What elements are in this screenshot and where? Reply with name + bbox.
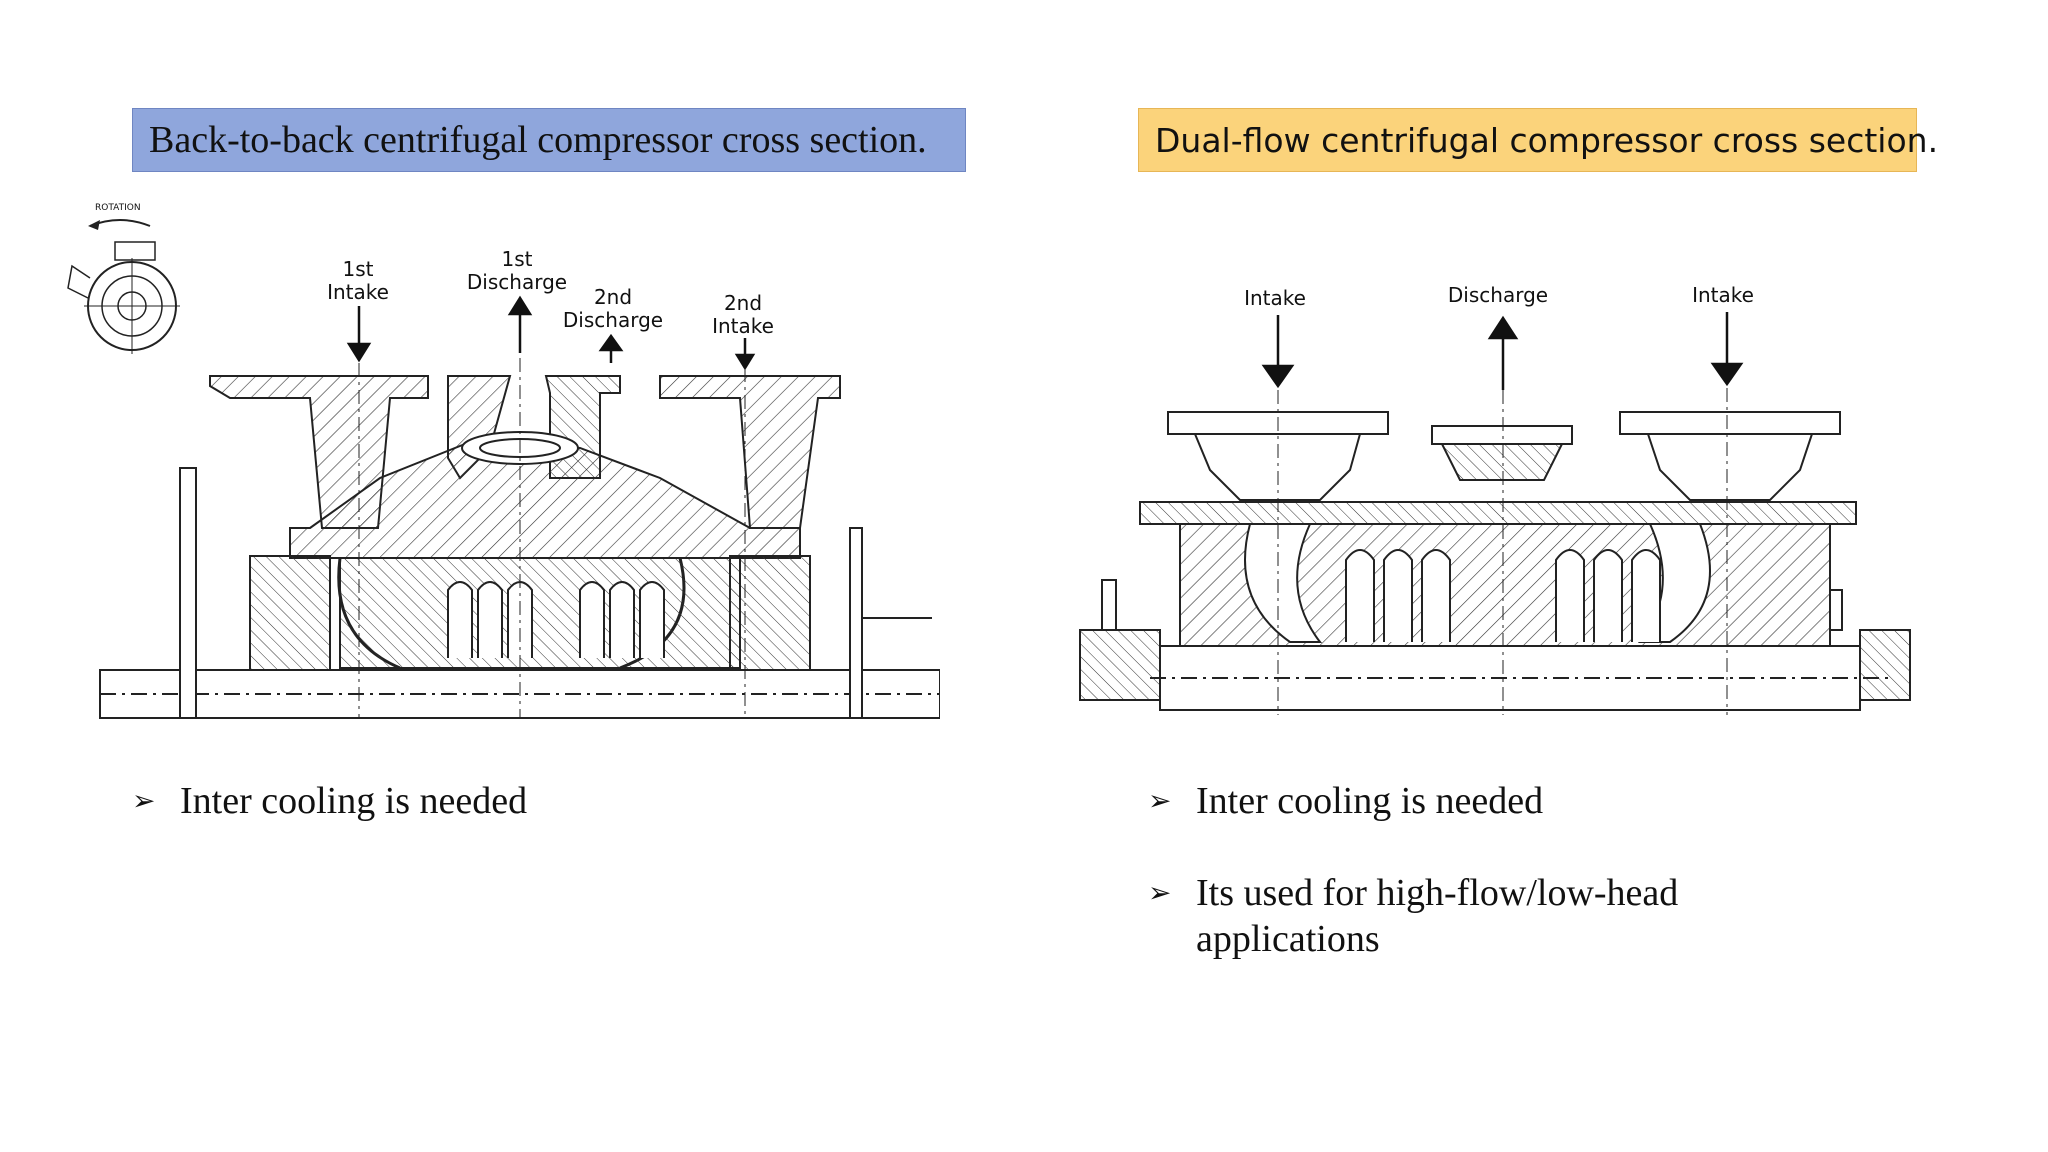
back-to-back-title: Back-to-back centrifugal compressor cros… — [132, 108, 966, 172]
second-discharge-label-line2: Discharge — [563, 308, 663, 332]
back-to-back-cross-section-diagram: ROTATION 1st Intake 1st Discharge 2nd Di… — [60, 198, 940, 733]
bullet-item: ➢ Its used for high-flow/low-head applic… — [1148, 870, 1768, 962]
discharge-label: Discharge — [1448, 283, 1548, 307]
second-discharge-label-line1: 2nd — [594, 285, 632, 309]
left-intake-label: Intake — [1244, 286, 1306, 310]
right-compressor-casing — [1139, 411, 1857, 651]
rotation-inset-icon: ROTATION — [67, 203, 180, 354]
bullet-item: ➢ Inter cooling is needed — [132, 778, 892, 824]
arrowhead-bullet-icon: ➢ — [1148, 876, 1172, 909]
right-flow-arrows — [1261, 312, 1744, 390]
left-flow-arrows — [346, 295, 756, 371]
arrowhead-bullet-icon: ➢ — [1148, 784, 1172, 817]
first-intake-label-line2: Intake — [327, 280, 389, 304]
first-discharge-label-line1: 1st — [502, 247, 533, 271]
back-to-back-bullet-list: ➢ Inter cooling is needed — [132, 778, 892, 870]
bullet-text: Inter cooling is needed — [1196, 780, 1544, 822]
bullet-text: Inter cooling is needed — [180, 780, 528, 822]
left-shaft — [99, 358, 940, 719]
bullet-item: ➢ Inter cooling is needed — [1148, 778, 1768, 824]
left-impellers — [447, 581, 665, 658]
dual-flow-cross-section-diagram: Intake Discharge Intake — [1050, 270, 1930, 730]
bullet-text: Its used for high-flow/low-head applicat… — [1196, 872, 1679, 960]
right-intake-label: Intake — [1692, 283, 1754, 307]
rotation-label: ROTATION — [95, 203, 141, 213]
arrowhead-bullet-icon: ➢ — [132, 784, 156, 817]
dual-flow-bullet-list: ➢ Inter cooling is needed ➢ Its used for… — [1148, 778, 1768, 1008]
second-intake-label-line2: Intake — [712, 314, 774, 338]
dual-flow-title-text: Dual-flow centrifugal compressor cross s… — [1155, 120, 1939, 160]
first-intake-label-line1: 1st — [343, 257, 374, 281]
back-to-back-title-text: Back-to-back centrifugal compressor cros… — [149, 119, 927, 161]
right-flow-labels: Intake Discharge Intake — [1244, 283, 1754, 310]
first-discharge-label-line2: Discharge — [467, 270, 567, 294]
left-compressor-casing — [209, 375, 841, 677]
right-shaft — [1079, 388, 1911, 715]
right-impellers — [1345, 549, 1661, 642]
dual-flow-title: Dual-flow centrifugal compressor cross s… — [1138, 108, 1938, 172]
second-intake-label-line1: 2nd — [724, 291, 762, 315]
left-flow-labels: 1st Intake 1st Discharge 2nd Discharge 2… — [327, 247, 774, 338]
